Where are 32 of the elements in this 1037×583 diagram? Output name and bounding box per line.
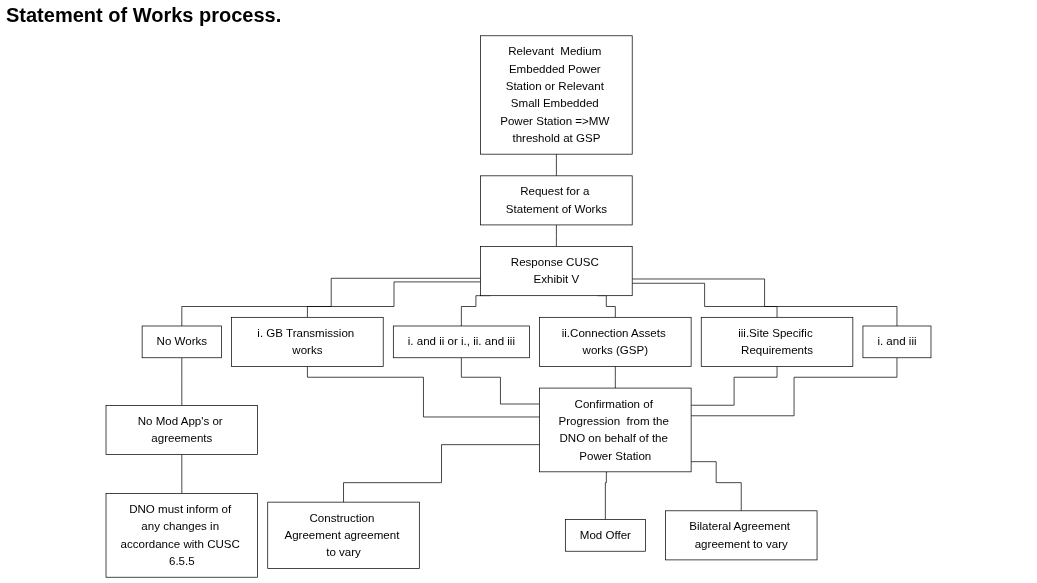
- node-box: No Works: [141, 325, 222, 359]
- connector: [461, 357, 540, 405]
- node-box: i. and ii or i., ii. and iii: [392, 325, 530, 359]
- node-box: Confirmation of Progression from the DNO on behalf of the Power Station: [539, 387, 692, 473]
- connector: [343, 444, 540, 503]
- node-box: Construction Agreement agreement to vary: [267, 501, 420, 569]
- node-box: i. and iii: [862, 325, 932, 359]
- connector: [181, 357, 183, 406]
- diagram-title: Statement of Works process.: [5, 3, 283, 28]
- connector: [181, 277, 481, 327]
- node-box: DNO must inform of any changes in accordance with CUSC 6.5.5: [105, 493, 258, 578]
- node-box: Response CUSC Exhibit V: [480, 246, 633, 297]
- connector: [556, 224, 557, 247]
- node-box: Relevant Medium Embedded Power Station or Relevant Small Embedded Power Station =>MW threshold at GSP: [480, 35, 633, 155]
- node-box: Mod Offer: [565, 519, 646, 552]
- connector: [690, 366, 778, 406]
- connector: [307, 366, 540, 418]
- node-box: ii.Connection Assets works (GSP): [539, 316, 692, 367]
- node-box: No Mod App's or agreements: [105, 405, 258, 455]
- connector: [631, 282, 778, 318]
- node-box: Bilateral Agreement agreement to vary: [665, 510, 818, 561]
- node-box: iii.Site Specific Requirements: [700, 316, 854, 367]
- connector: [307, 281, 481, 318]
- connector: [181, 454, 183, 494]
- connector: [690, 357, 898, 417]
- connector: [556, 153, 557, 177]
- node-box: Request for a Statement of Works: [480, 175, 633, 226]
- connector: [605, 471, 608, 520]
- node-box: i. GB Transmission works: [231, 316, 384, 367]
- connector: [614, 366, 616, 389]
- connector: [690, 461, 742, 512]
- connector: [631, 278, 898, 327]
